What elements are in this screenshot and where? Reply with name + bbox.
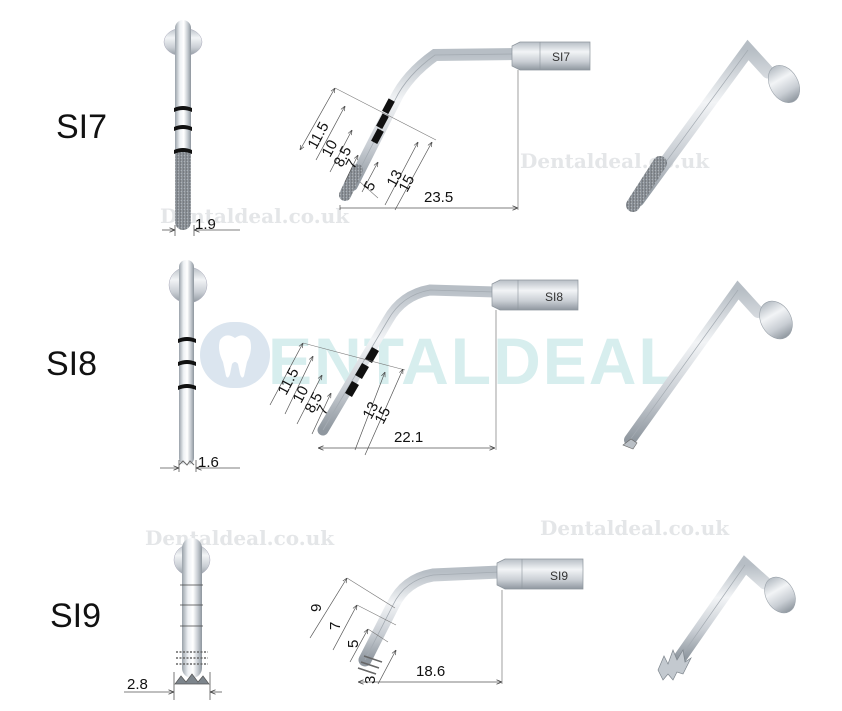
si7-diameter-label: 1.9 xyxy=(195,216,216,233)
si8-depth-13: 13 xyxy=(360,399,383,422)
si8-depth-15: 15 xyxy=(372,404,395,427)
si8-reach-label: 22.1 xyxy=(394,429,423,446)
tip-row-si9: 2.8 SI9 9 7 5 3 18.6 xyxy=(124,538,796,700)
si7-front-view xyxy=(162,20,240,236)
si7-engraving: SI7 xyxy=(552,50,570,64)
si9-front-view xyxy=(124,538,222,700)
watermark-small-4: Dentaldeal.co.uk xyxy=(540,516,730,540)
model-label-si8: SI8 xyxy=(46,345,98,383)
si9-reach-label: 18.6 xyxy=(416,663,445,680)
si9-depth-7: 7 xyxy=(327,622,344,630)
watermark-small-1: Dentaldeal.co.uk xyxy=(160,204,350,228)
si9-depth-3: 3 xyxy=(362,676,379,684)
si7-side-view: SI7 xyxy=(300,41,591,210)
si7-reach-label: 23.5 xyxy=(424,189,453,206)
si9-depth-9: 9 xyxy=(308,604,325,612)
si7-depth-15: 15 xyxy=(396,172,419,195)
brand-watermark-text: ENTALDEAL xyxy=(268,324,681,398)
si8-engraving: SI8 xyxy=(545,290,563,304)
si9-engraving: SI9 xyxy=(550,569,568,583)
si7-3d-view xyxy=(626,39,801,212)
si8-side-view: SI8 xyxy=(269,279,579,456)
model-label-si9: SI9 xyxy=(50,597,102,635)
si7-depth-13: 13 xyxy=(384,167,407,190)
si8-depth-10: 10 xyxy=(290,383,313,406)
si8-front-view xyxy=(160,260,240,472)
tooth-icon xyxy=(219,335,251,378)
si9-side-view: SI9 xyxy=(309,558,584,684)
si8-3d-view xyxy=(622,280,793,450)
si9-diameter-label: 2.8 xyxy=(127,676,148,693)
si9-depth-5: 5 xyxy=(345,640,362,648)
si9-3d-view xyxy=(657,555,796,681)
si7-depth-10: 10 xyxy=(319,137,342,160)
si8-diameter-label: 1.6 xyxy=(198,454,219,471)
tip-row-si8: 1.6 SI8 11.5 10 8.5 7 13 15 22.1 xyxy=(160,260,793,472)
model-label-si7: SI7 xyxy=(56,108,108,146)
watermark-small-3: Dentaldeal.co.uk xyxy=(145,526,335,550)
brand-watermark: ENTALDEAL xyxy=(200,322,681,398)
tip-row-si7: 1.9 SI7 11.5 10 8.5 7 xyxy=(162,20,801,236)
